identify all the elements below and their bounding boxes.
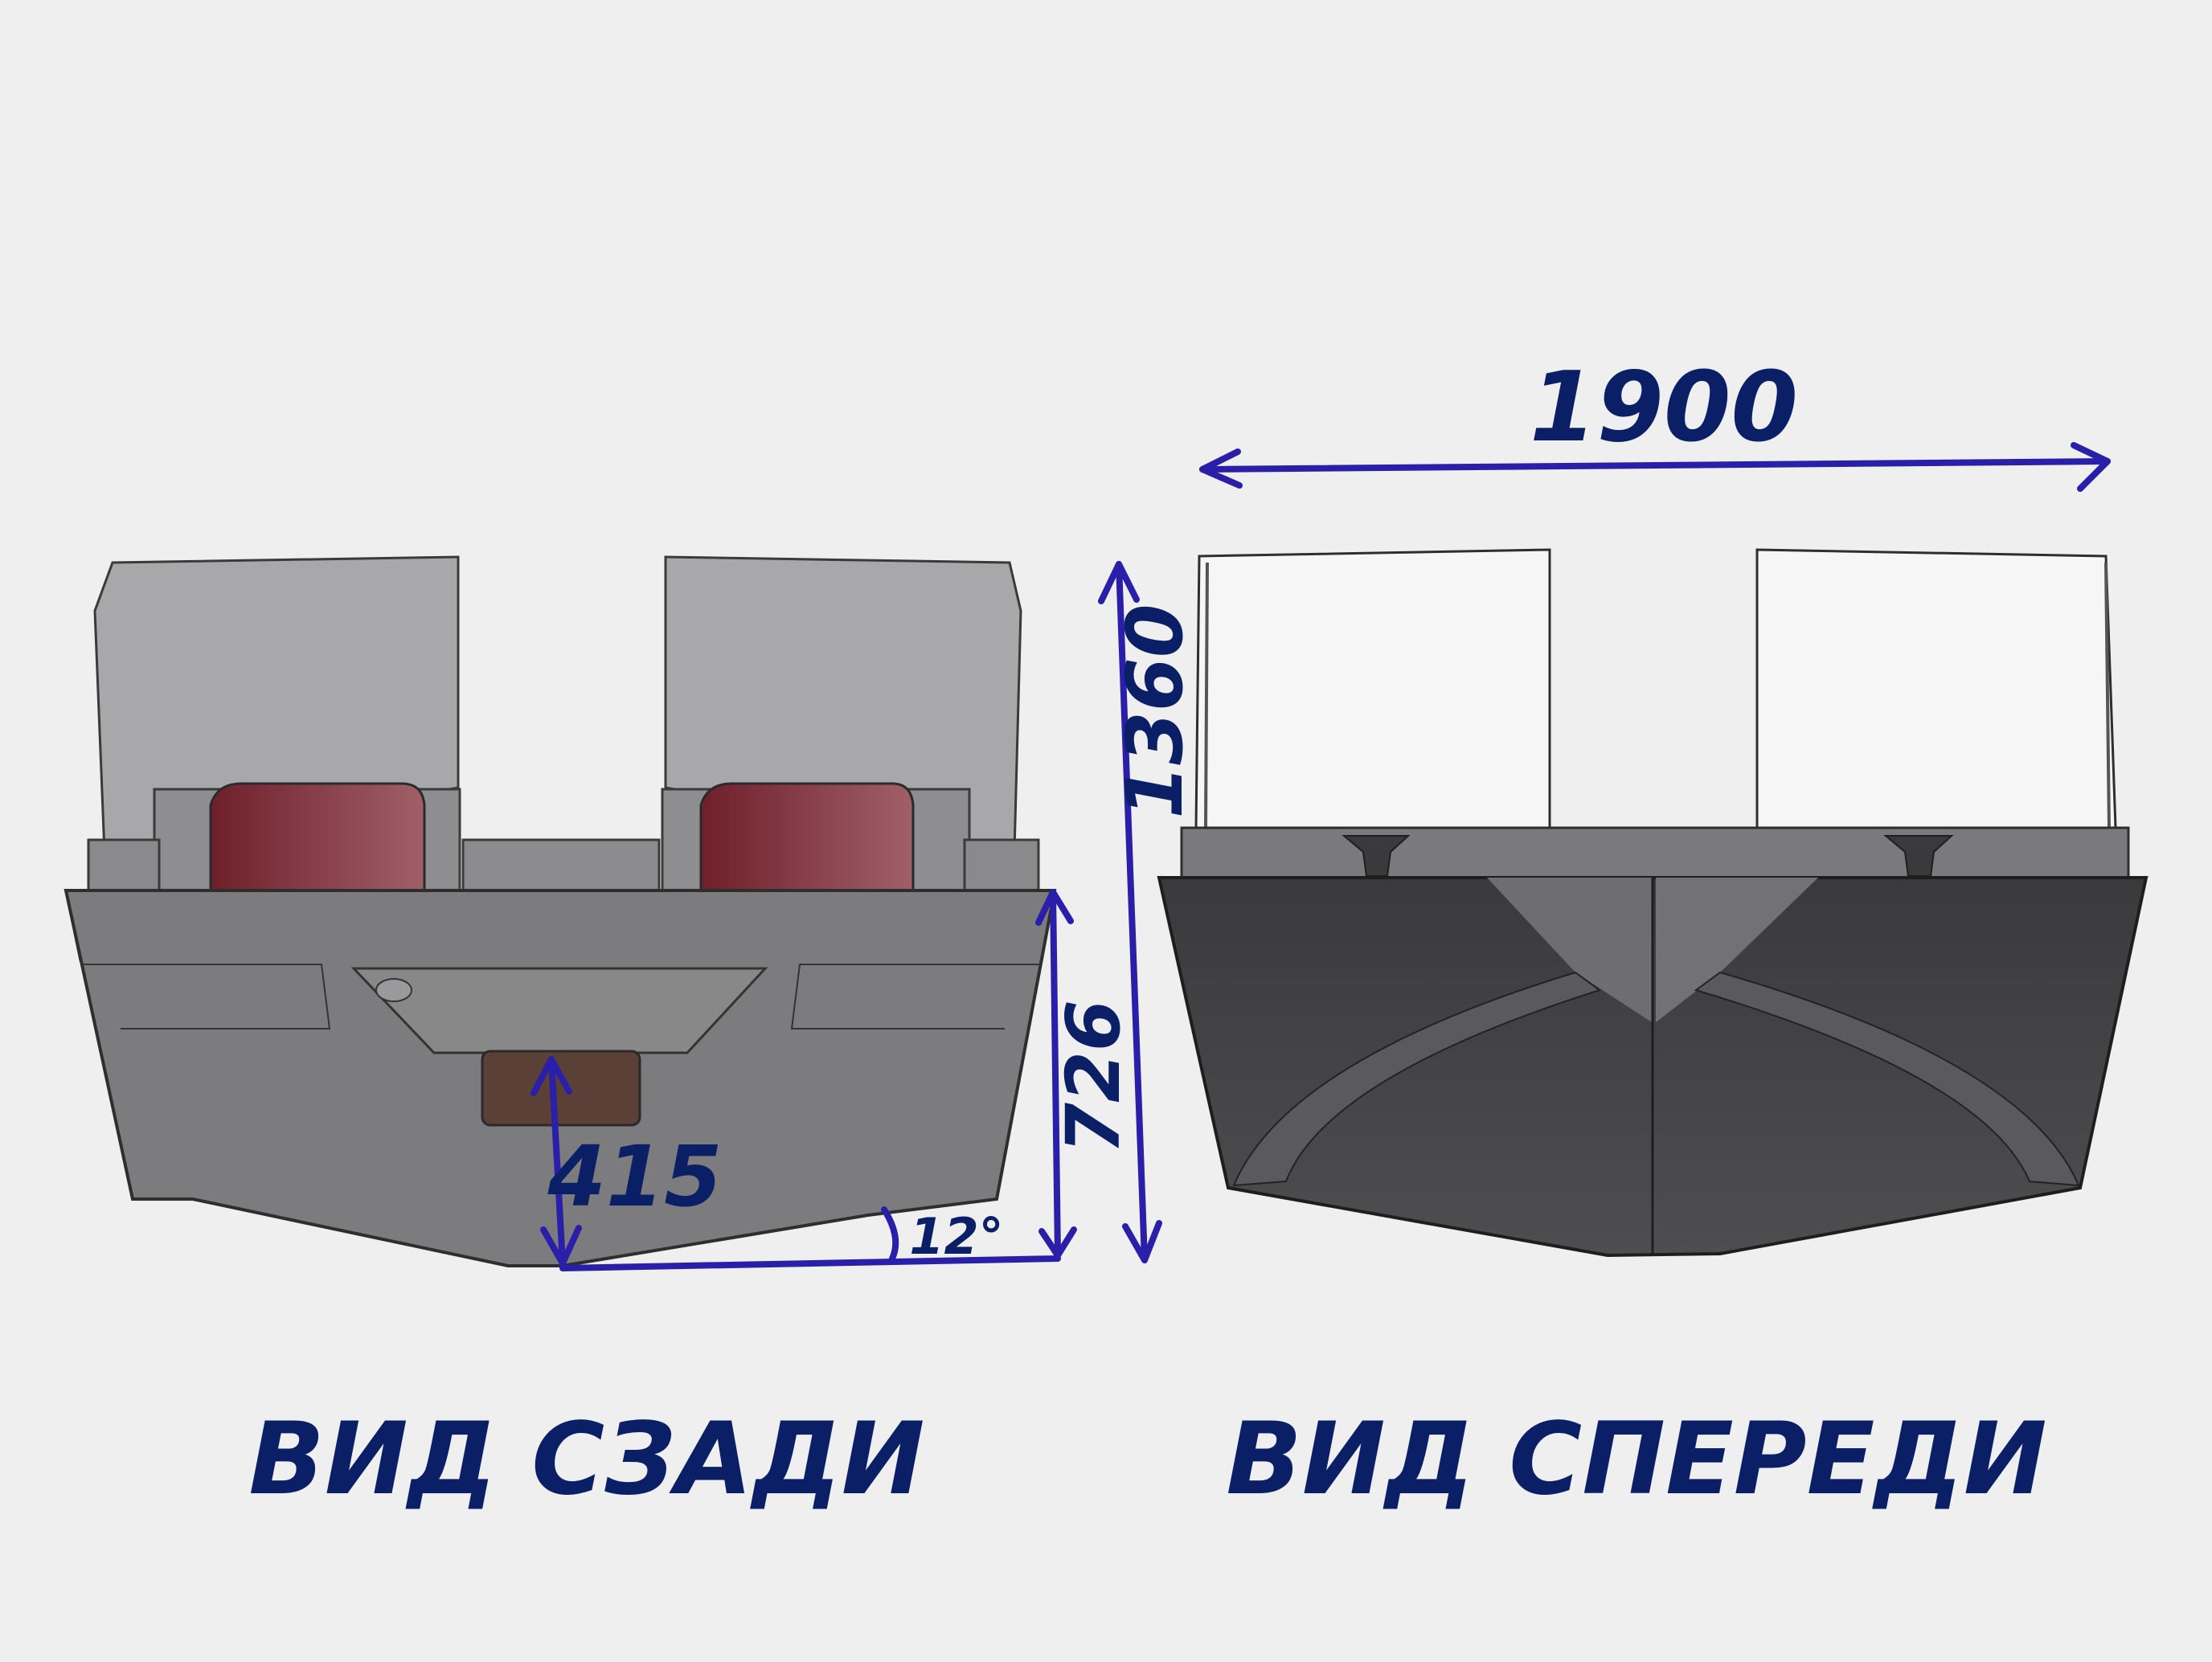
label-overall-width: 1900: [1530, 352, 1798, 464]
front-left-frame: [1204, 562, 1209, 829]
dim-line-width: [1199, 458, 2111, 473]
dim-line-415: [548, 1056, 566, 1267]
rear-center-recess: [350, 967, 768, 1054]
captions: ВИД СЗАДИ ВИД СПЕРЕДИ: [248, 1402, 2046, 1517]
front-left-windshield: [1194, 548, 1551, 829]
front-deck: [1180, 826, 2130, 879]
rear-hull-trim: [80, 964, 331, 1030]
dim-arrow-height-bottom: [1122, 1220, 1162, 1263]
rear-transom-plate: [481, 1050, 641, 1127]
rear-view: [63, 555, 1057, 1267]
dim-arrow-415-bottom: [540, 1225, 582, 1267]
dimension-labels: 1900 1360 726 415 12°: [547, 352, 1798, 1266]
label-deadrise-angle: 12°: [909, 1207, 1003, 1266]
front-bow-curve-right: [1694, 971, 2080, 1187]
dim-arrow-height-top: [1098, 561, 1140, 604]
rear-hull-trim-right: [790, 964, 1042, 1030]
dim-arrow-width-right: [2071, 442, 2111, 492]
dim-line-height: [1116, 561, 1148, 1263]
front-right-frame: [2104, 562, 2111, 829]
front-bow-panel-right: [1656, 878, 1818, 1022]
dim-line-transom: [1050, 889, 1061, 1259]
dim-arrow-415-top: [530, 1056, 572, 1096]
dim-arrow-width-left: [1199, 448, 1243, 489]
rear-drain-plug: [375, 978, 412, 1002]
dim-line-deadrise: [559, 1255, 1061, 1271]
front-right-windshield: [1755, 548, 2117, 829]
dimension-lines: [530, 442, 2111, 1271]
front-bow-curve-left: [1232, 971, 1602, 1187]
caption-rear-view: ВИД СЗАДИ: [248, 1402, 924, 1517]
label-transom-height: 726: [1051, 1000, 1137, 1154]
caption-front-view: ВИД СПЕРЕДИ: [1226, 1402, 2046, 1517]
label-keel-height: 415: [547, 1128, 722, 1226]
front-view: [1157, 548, 2149, 1258]
label-overall-height: 1360: [1110, 604, 1200, 818]
rear-right-windshield: [664, 555, 1022, 854]
dim-arrow-transom-top: [1035, 889, 1074, 926]
front-bow-panel-left: [1487, 878, 1652, 1022]
dim-angle-arc: [881, 1206, 899, 1262]
